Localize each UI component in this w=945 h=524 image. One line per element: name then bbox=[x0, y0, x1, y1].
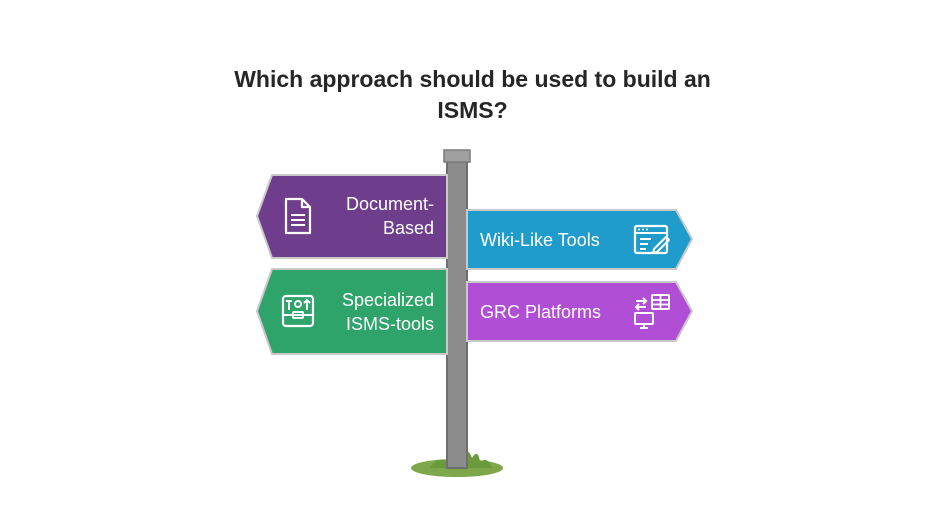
title-line-1: Which approach should be used to build a… bbox=[234, 66, 711, 92]
signpost-pole bbox=[443, 149, 471, 469]
title-line-2: ISMS? bbox=[437, 97, 508, 123]
diagram-title: Which approach should be used to build a… bbox=[0, 64, 945, 126]
toolbox-icon bbox=[281, 294, 315, 328]
sign-arrow-document-based bbox=[255, 174, 448, 259]
sign-arrow-specialized-isms-tools bbox=[255, 268, 448, 355]
sign-arrow-grc-platforms bbox=[466, 281, 694, 342]
document-icon bbox=[284, 197, 312, 235]
edit-window-icon bbox=[633, 224, 670, 255]
sign-label-grc-platforms: GRC Platforms bbox=[480, 302, 602, 322]
sign-label-wiki-like-tools: Wiki-Like Tools bbox=[480, 230, 600, 250]
sign-arrow-wiki-like-tools bbox=[466, 209, 694, 270]
sync-monitor-icon bbox=[634, 294, 670, 329]
sign-label-specialized-isms-tools: Specialized ISMS-tools bbox=[341, 290, 434, 334]
sign-label-document-based: Document- Based bbox=[345, 194, 434, 238]
